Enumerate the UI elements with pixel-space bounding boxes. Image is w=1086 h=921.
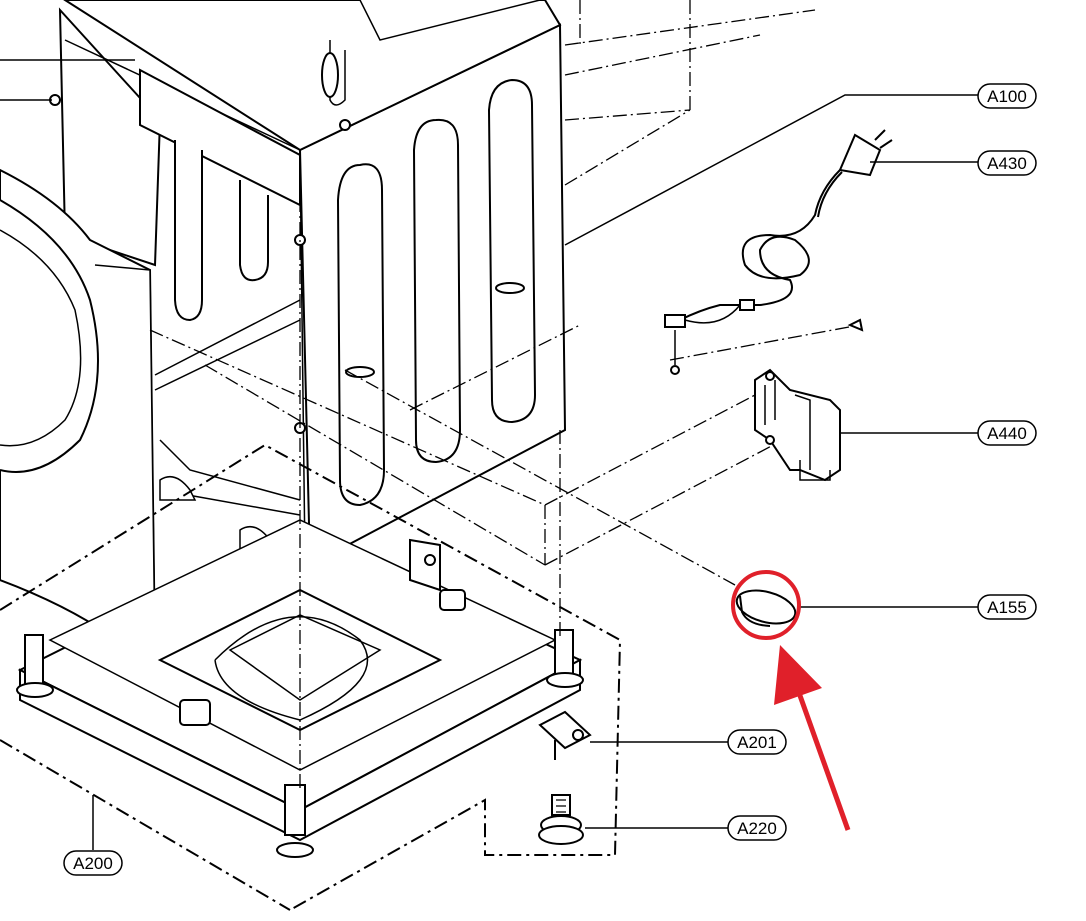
callout-pill xyxy=(977,420,1037,446)
highlight-circle xyxy=(731,570,801,640)
callout-label: A440 xyxy=(987,424,1027,443)
callout-label: A155 xyxy=(987,598,1027,617)
callout-a201: A201 xyxy=(727,729,787,755)
callout-pill xyxy=(727,729,787,755)
callout-label: A220 xyxy=(737,819,777,838)
callout-pill xyxy=(977,150,1037,176)
callout-label: A100 xyxy=(987,87,1027,106)
leveling-foot-a220 xyxy=(538,794,584,845)
part-a155-cap xyxy=(735,589,797,627)
cabinet-inner-floor xyxy=(154,299,301,551)
bracket-a201 xyxy=(538,710,592,760)
highlight-annotation xyxy=(731,570,851,831)
construction-lines-upper xyxy=(564,0,816,186)
callout-a155: A155 xyxy=(977,594,1037,620)
front-door-panel xyxy=(0,168,157,657)
callout-pill xyxy=(977,83,1037,109)
callout-leaders xyxy=(0,59,978,850)
callout-pill xyxy=(63,850,123,876)
callout-label: A200 xyxy=(73,854,113,873)
red-arrow-icon xyxy=(774,645,851,831)
base-dashdot-outline xyxy=(0,443,622,911)
callout-a200: A200 xyxy=(63,850,123,876)
base-frame xyxy=(16,519,584,858)
callout-label: A430 xyxy=(987,154,1027,173)
callout-a440: A440 xyxy=(977,420,1037,446)
cabinet-top-frame xyxy=(49,0,562,434)
callout-pill xyxy=(977,594,1037,620)
callout-pill xyxy=(727,815,787,841)
door-lock-switch xyxy=(754,318,864,482)
callout-a430: A430 xyxy=(977,150,1037,176)
power-cord xyxy=(664,129,893,375)
callout-label: A201 xyxy=(737,733,777,752)
callout-a220: A220 xyxy=(727,815,787,841)
callout-a100: A100 xyxy=(977,83,1037,109)
